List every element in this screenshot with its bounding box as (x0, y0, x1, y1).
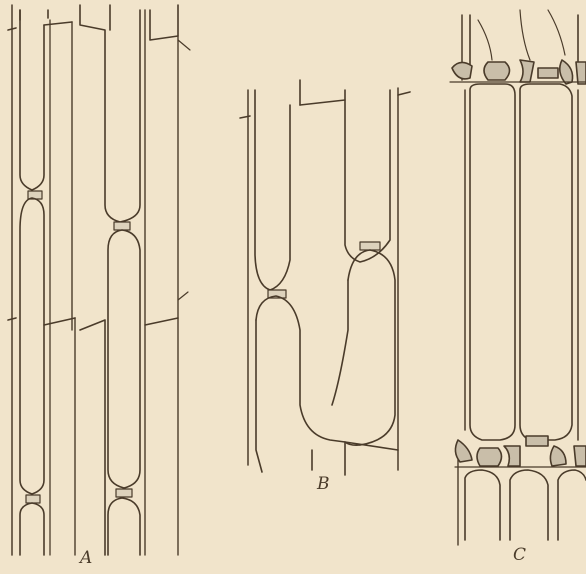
panel-label-a: A (80, 550, 92, 567)
panel-label-b: B (317, 476, 330, 493)
panel-a-drawing (8, 5, 190, 555)
panel-b-drawing (240, 80, 410, 475)
panel-c-drawing (450, 10, 586, 545)
panel-label-c: C (513, 547, 526, 564)
